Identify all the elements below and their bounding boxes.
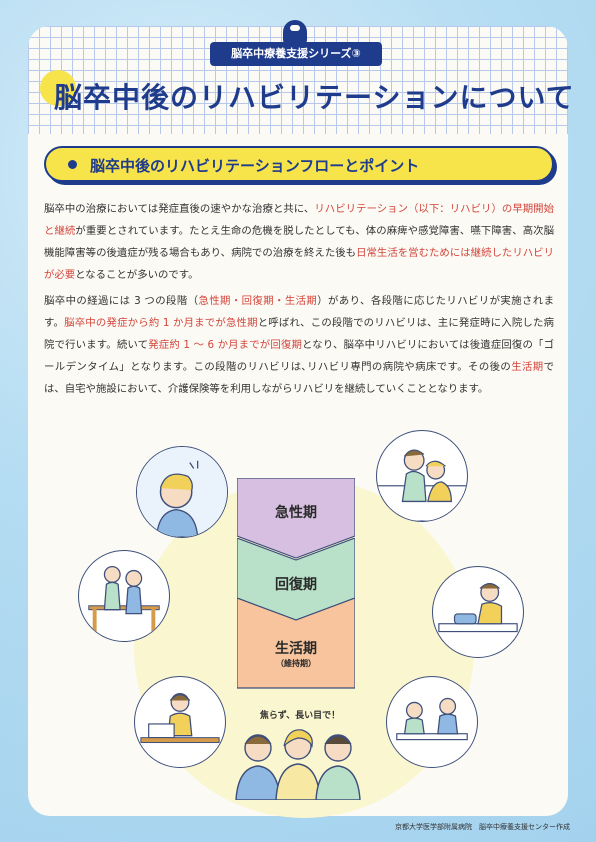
- body-text: となり、脳卒中リハビリにおいては後遺症回復の「ゴールデンタイム」となります。この…: [44, 339, 554, 373]
- intro-paragraph: 脳卒中の治療においては発症直後の速やかな治療と共に、リハビリテーション（以下：リ…: [44, 198, 554, 286]
- phase-recovery: 回復期: [237, 538, 355, 622]
- page-title: 脳卒中後のリハビリテーションについて: [54, 81, 575, 114]
- phase-maintenance-shape: [237, 598, 355, 689]
- body-text: では、自宅や施設において、介護保険等を利用しながらリハビリを継続していくこととな…: [44, 361, 554, 395]
- bullet-dot-icon: [68, 160, 77, 169]
- title-accent-dot: [40, 70, 76, 106]
- hand-rehab-illustration: [432, 566, 524, 658]
- series-tag: 脳卒中療養支援シリーズ③: [210, 42, 382, 66]
- footer-credit: 京都大学医学部附属病院 脳卒中療養支援センター作成: [395, 823, 570, 831]
- phase-acute: 急性期: [237, 478, 355, 560]
- care-team-illustration: [235, 729, 361, 800]
- highlight-text: 急性期・回復期・生活期: [198, 295, 318, 307]
- body-text: ）があり、各段階に応じたリハビリが実施されます。: [44, 295, 554, 329]
- motto-text: 焦らず、長い目で！: [259, 711, 341, 721]
- phase-recovery-label: 回復期: [275, 577, 317, 593]
- body-text: 脳卒中の経過には 3 つの段階（: [44, 295, 199, 307]
- phase-maintenance: 生活期 （維持期）: [237, 598, 355, 690]
- tag-hanger-icon: [283, 20, 307, 44]
- walking-rehab-illustration: [78, 550, 170, 642]
- phase-acute-label: 急性期: [275, 505, 317, 521]
- highlight-text: 生活期: [511, 361, 544, 373]
- conversation-illustration: [386, 676, 478, 768]
- phase-maintenance-label: 生活期 （維持期）: [237, 638, 355, 669]
- body-text: となることが多いのです。: [75, 269, 199, 281]
- phase-maintenance-sub: （維持期）: [276, 659, 316, 668]
- highlight-text: 日常生活を営むためには継続したリハビリが必要: [44, 247, 554, 281]
- hand-therapy-icon: [438, 582, 518, 633]
- team-member-center-icon: [275, 729, 321, 800]
- parallel-bars-icon: [88, 566, 160, 638]
- patient-head-icon: [137, 447, 227, 537]
- team-member-right-icon: [315, 734, 361, 800]
- phases-paragraph: 脳卒中の経過には 3 つの段階（急性期・回復期・生活期）があり、各段階に応じたリ…: [44, 290, 554, 400]
- subtitle-banner: 脳卒中後のリハビリテーションフローとポイント: [44, 146, 554, 182]
- phase-acute-shape: [237, 478, 355, 559]
- phase-recovery-shape: [237, 538, 355, 621]
- team-member-left-icon: [235, 734, 281, 800]
- bedside-care-icon: [377, 449, 467, 521]
- desk-work-illustration: [134, 676, 226, 768]
- highlight-text: 発症約 1 〜 6 か月までが回復期: [148, 339, 303, 351]
- two-people-talking-icon: [396, 697, 468, 741]
- highlight-text: リハビリテーション（以下：リハビリ）の早期開始と継続: [44, 203, 554, 237]
- highlight-text: 脳卒中の発症から約 1 か月までが急性期: [64, 317, 258, 329]
- laptop-person-icon: [140, 692, 220, 744]
- patient-thinking-illustration: [136, 446, 228, 538]
- body-text: 脳卒中の治療においては発症直後の速やかな治療と共に、: [44, 203, 315, 215]
- phase-maintenance-title: 生活期: [275, 641, 317, 657]
- body-text: と呼ばれ、この段階でのリハビリは、主に発症時に入院した病院で行います。続いて: [44, 317, 554, 351]
- body-text: が重要とされています。たとえ生命の危機を脱したとしても、体の麻痺や感覚障害、嚥下…: [44, 225, 555, 259]
- subtitle-text: 脳卒中後のリハビリテーションフローとポイント: [90, 157, 420, 175]
- bedside-rehab-illustration: [376, 430, 468, 522]
